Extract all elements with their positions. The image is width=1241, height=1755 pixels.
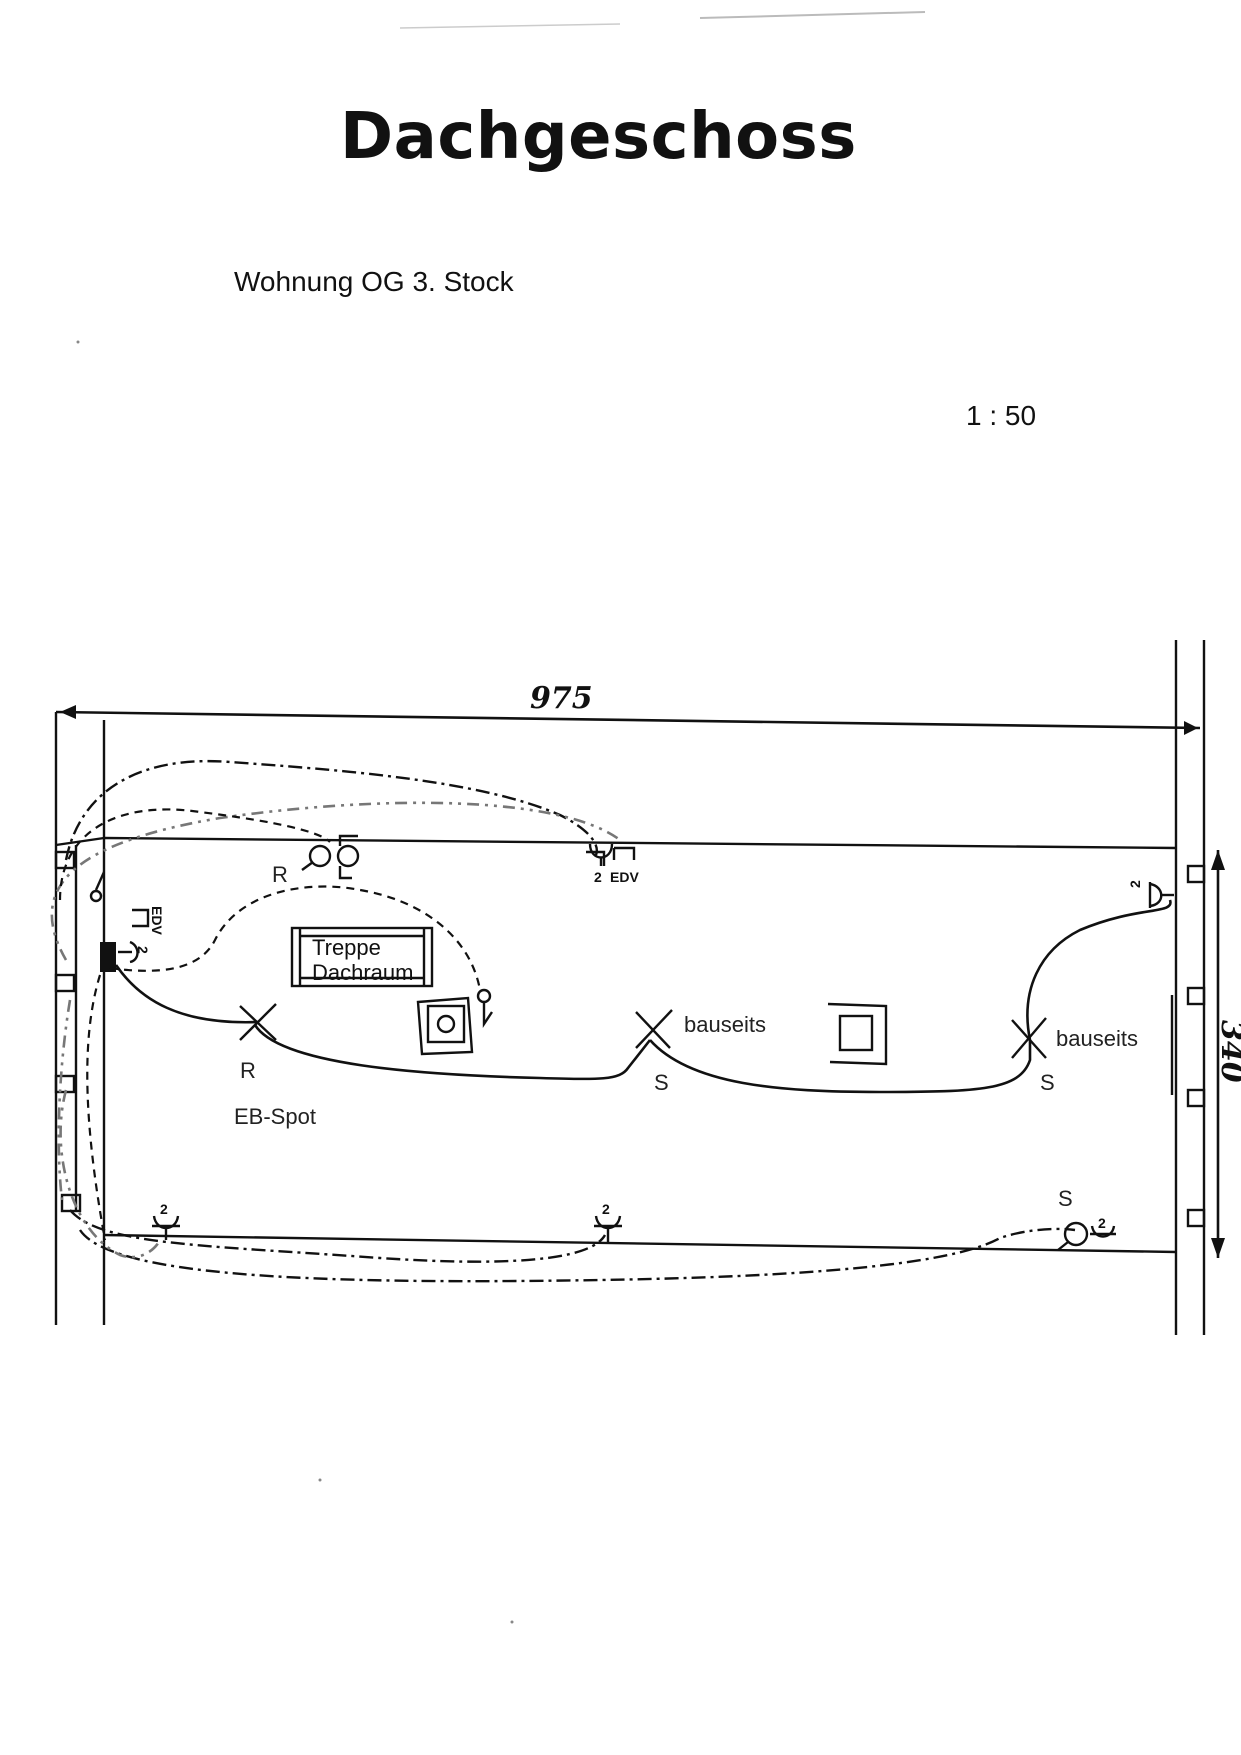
label-outlet-count-bottom-3: 2 — [1098, 1215, 1106, 1231]
wire-solid-light1-to-light2 — [649, 1039, 1032, 1094]
label-s-2: S — [1040, 1070, 1055, 1095]
label-outlet-count-bottom-1: 2 — [160, 1201, 168, 1217]
ceiling-light-square-icon — [416, 996, 474, 1056]
page-subtitle: Wohnung OG 3. Stock — [234, 266, 514, 297]
stair-label-line2: Dachraum — [312, 960, 413, 985]
distribution-box-icon — [100, 942, 116, 972]
outlet-icon: 2 — [594, 1201, 622, 1242]
ceiling-light-square-icon — [827, 1002, 888, 1066]
label-eb-spot: EB-Spot — [234, 1104, 316, 1129]
label-outlet-count-bottom-2: 2 — [602, 1201, 610, 1217]
wire-dashdot-bottom-long — [79, 1227, 1076, 1283]
data-socket-icon: 2 EDV — [586, 843, 639, 885]
wire-dashed-switch — [109, 885, 482, 991]
label-edv-top: EDV — [610, 869, 639, 885]
wire-dashdot-bottom-mid — [69, 1209, 607, 1263]
outlet-icon: 2 — [1090, 1215, 1116, 1238]
scale-label: 1 : 50 — [966, 400, 1037, 431]
light-fixture-x-icon — [635, 1009, 673, 1049]
light-fixture-x-icon — [1011, 1017, 1047, 1059]
label-r-top: R — [272, 862, 288, 887]
outlet-icon: 2 — [152, 1201, 180, 1240]
label-bauseits-2: bauseits — [1056, 1026, 1138, 1051]
data-socket-icon: EDV 2 — [118, 906, 165, 964]
label-outlet-count-left: 2 — [135, 946, 151, 954]
label-bauseits-1: bauseits — [684, 1012, 766, 1037]
page-title: Dachgeschoss — [340, 100, 857, 174]
stair-label-line1: Treppe — [312, 935, 381, 960]
wire-dashdot-top — [64, 759, 599, 861]
wire-dashed-top-left — [58, 808, 331, 901]
dimension-width: 975 — [55, 681, 1201, 735]
dimension-width-label: 975 — [530, 681, 593, 716]
switch-icon — [476, 988, 493, 1028]
wire-solid-to-spot — [114, 964, 259, 1024]
wire-dashed-left-vertical — [86, 974, 107, 1241]
label-s-bottom: S — [1058, 1186, 1073, 1211]
wall-markers-right — [1170, 864, 1206, 1228]
scan-artifact — [699, 11, 926, 19]
scan-dot — [318, 1478, 322, 1482]
label-edv-left: EDV — [149, 906, 165, 935]
outlet-icon: 2 — [1127, 880, 1174, 908]
wire-grey-top — [50, 801, 621, 961]
label-s-1: S — [654, 1070, 669, 1095]
label-outlet-count-right: 2 — [1127, 880, 1143, 888]
scan-dot — [510, 1620, 514, 1624]
scan-artifact — [399, 23, 621, 29]
label-r-left: R — [240, 1058, 256, 1083]
scan-dot — [76, 340, 80, 344]
wire-solid-light2-to-outlet — [1026, 899, 1172, 1041]
stair-box: Treppe Dachraum — [290, 926, 434, 988]
wire-solid-spot-to-light1 — [253, 1024, 652, 1081]
dimension-height: 340 — [1211, 850, 1241, 1258]
switch-icon — [89, 871, 106, 903]
label-outlet-count-top: 2 — [594, 869, 602, 885]
switch-icon — [1057, 1221, 1089, 1251]
wire-grey-left-vertical — [57, 999, 72, 1201]
wire-grey-bottom — [59, 1089, 162, 1259]
switch-icon — [301, 834, 360, 880]
dimension-height-label: 340 — [1214, 1020, 1241, 1083]
light-fixture-x-icon — [239, 1003, 277, 1041]
